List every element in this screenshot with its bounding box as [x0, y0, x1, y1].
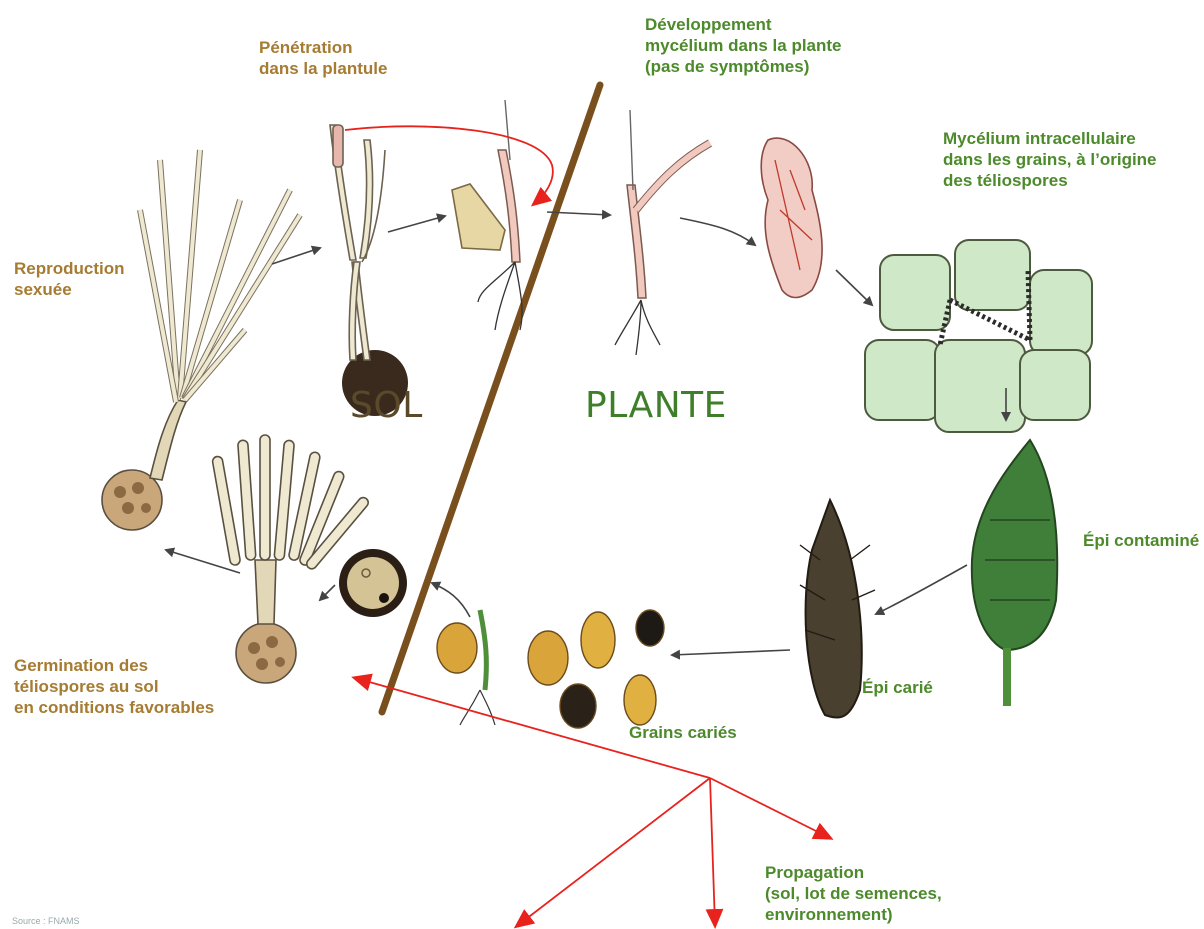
developing-plant-illustration: [615, 110, 710, 355]
source-credit: Source : FNAMS: [12, 916, 80, 926]
infection-hyphae-illustration: [330, 125, 385, 360]
infected-seedling-illustration: [452, 100, 522, 330]
label-grains-caries: Grains cariés: [629, 722, 737, 743]
label-penetration: Pénétration dans la plantule: [259, 37, 387, 79]
grain-cells-illustration: [865, 240, 1092, 432]
penetration-arrow: [345, 126, 553, 204]
teliospore-germination-illustration: [212, 435, 370, 683]
label-epi-carie: Épi carié: [862, 677, 933, 698]
label-germination: Germination des téliospores au sol en co…: [14, 655, 214, 718]
label-developpement: Développement mycélium dans la plante (p…: [645, 14, 842, 77]
contaminated-ear-illustration: [972, 440, 1057, 706]
zone-label-plante: PLANTE: [585, 385, 727, 426]
bunted-grains-illustration: [528, 610, 664, 728]
label-propagation: Propagation (sol, lot de semences, envir…: [765, 862, 942, 925]
zone-label-sol: SOL: [350, 385, 423, 426]
label-epi-contamine: Épi contaminé: [1083, 530, 1199, 551]
label-mycelium: Mycélium intracellulaire dans les grains…: [943, 128, 1157, 191]
infected-tissue-illustration: [761, 138, 822, 297]
germinating-seed-illustration: [437, 610, 495, 725]
label-reproduction: Reproduction sexuée: [14, 258, 125, 300]
